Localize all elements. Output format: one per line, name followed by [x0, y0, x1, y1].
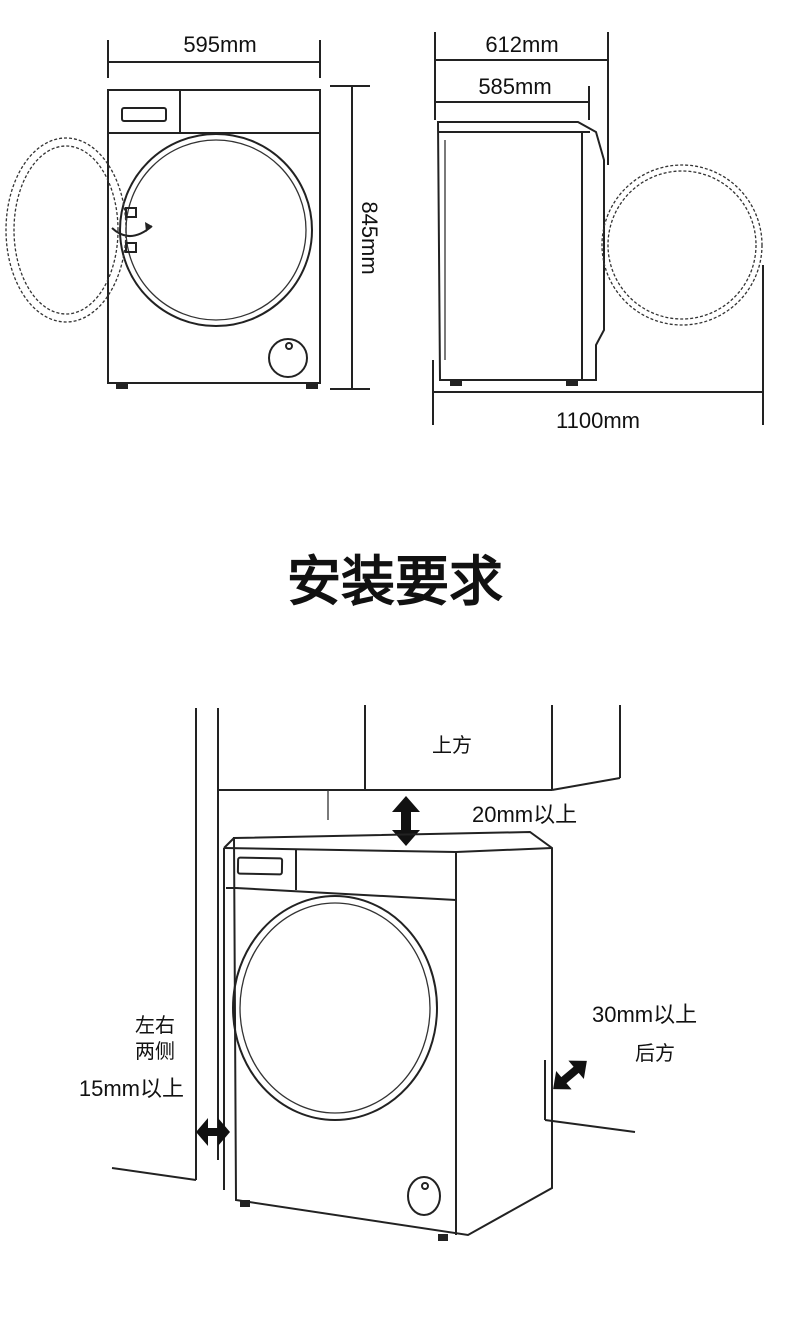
back-clearance-arrow: [553, 1060, 587, 1090]
top-clearance-label: 20mm以上: [472, 802, 577, 827]
installation-view: 上方 20mm以上 左右 两侧 15mm以上: [79, 705, 697, 1241]
door-open-depth-label: 1100mm: [556, 408, 640, 433]
front-view: 595mm 845mm: [5, 32, 382, 390]
side-label-line1: 左右: [135, 1013, 175, 1037]
side-depth-body-label: 585mm: [478, 74, 551, 99]
top-clearance-arrow: [392, 796, 420, 846]
top-label: 上方: [432, 733, 472, 757]
side-clearance-arrow: [196, 1118, 230, 1146]
front-width-label: 595mm: [183, 32, 256, 57]
back-label: 后方: [635, 1041, 675, 1065]
side-view: 612mm 585mm 1100mm: [432, 32, 764, 433]
back-clearance-label: 30mm以上: [592, 1002, 697, 1027]
side-clearance-label: 15mm以上: [79, 1076, 184, 1101]
height-label: 845mm: [357, 201, 382, 274]
section-title: 安装要求: [287, 550, 503, 613]
side-depth-total-label: 612mm: [485, 32, 558, 57]
side-label-line2: 两侧: [135, 1039, 175, 1063]
